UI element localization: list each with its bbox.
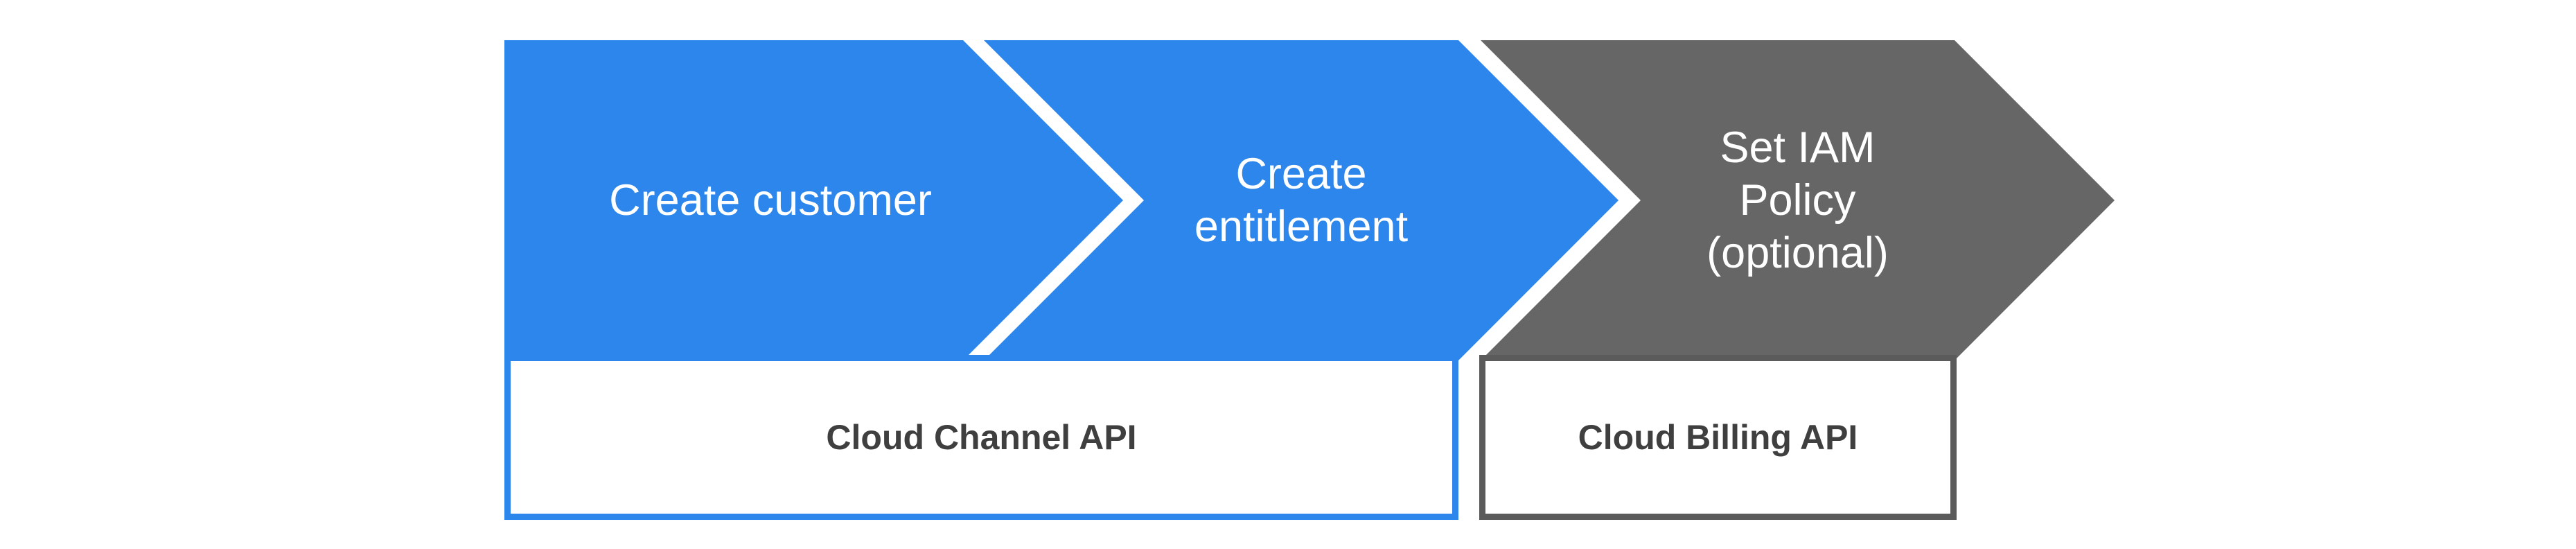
api-box-cloud-channel: Cloud Channel API bbox=[504, 355, 1458, 520]
api-box-cloud-billing-label: Cloud Billing API bbox=[1578, 418, 1858, 457]
step-create-customer-chevron: Create customer bbox=[504, 40, 1123, 360]
step-create-customer-label: Create customer bbox=[609, 176, 932, 225]
step-create-entitlement-label: Create entitlement bbox=[1194, 150, 1409, 251]
api-box-cloud-channel-label: Cloud Channel API bbox=[826, 418, 1137, 457]
api-box-cloud-billing: Cloud Billing API bbox=[1479, 355, 1957, 520]
step-set-iam-policy-label: Set IAM Policy (optional) bbox=[1706, 123, 1889, 277]
